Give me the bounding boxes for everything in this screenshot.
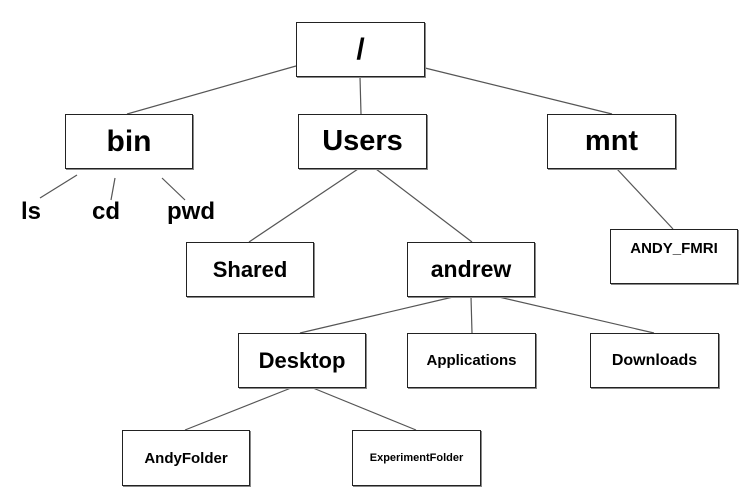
node-desktop: Desktop: [238, 333, 366, 388]
edge-root-mnt: [424, 67, 613, 115]
node-shared: Shared: [186, 242, 314, 297]
edge-users-andrew: [375, 168, 473, 243]
edge-bin-pwd: [161, 177, 186, 201]
edge-root-users: [359, 76, 362, 115]
node-mnt: mnt: [547, 114, 676, 169]
leaf-pwd: pwd: [167, 198, 215, 225]
node-experimentfolder: ExperimentFolder: [352, 430, 481, 486]
edge-desktop-andyfolder: [184, 387, 292, 431]
edge-bin-ls: [39, 174, 78, 199]
edge-andrew-applications: [470, 296, 473, 334]
node-andrew: andrew: [407, 242, 535, 297]
leaf-ls: ls: [20, 198, 42, 225]
node-andy-fmri: ANDY_FMRI: [610, 229, 738, 284]
node-downloads: Downloads: [590, 333, 719, 388]
node-andyfolder: AndyFolder: [122, 430, 250, 486]
edge-mnt-andyfmri: [616, 168, 674, 230]
node-root: /: [296, 22, 425, 77]
node-applications: Applications: [407, 333, 536, 388]
leaf-cd: cd: [91, 198, 121, 225]
edge-desktop-experimentfolder: [312, 387, 417, 431]
edge-root-bin: [126, 65, 297, 115]
node-bin: bin: [65, 114, 193, 169]
edge-users-shared: [248, 168, 359, 243]
edge-bin-cd: [110, 177, 116, 201]
edge-andrew-desktop: [299, 296, 454, 334]
node-users: Users: [298, 114, 427, 169]
edge-andrew-downloads: [498, 296, 655, 334]
